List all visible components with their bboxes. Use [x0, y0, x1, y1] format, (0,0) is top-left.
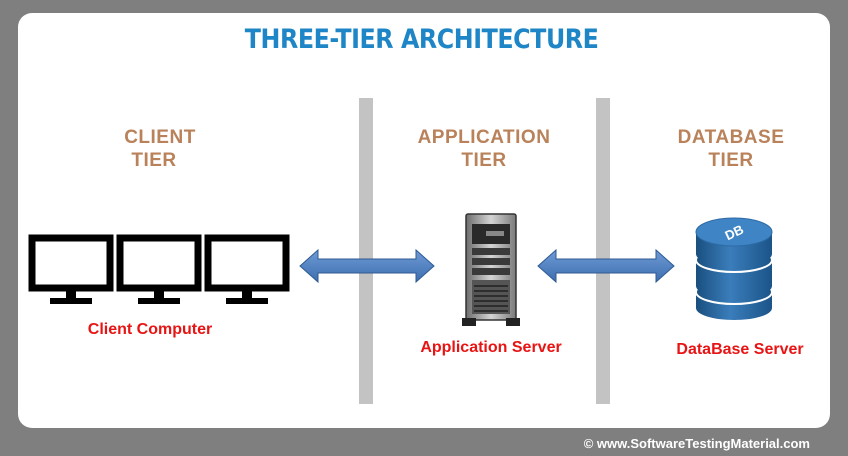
- database-icon: DB: [695, 217, 773, 320]
- application-tier-label: APPLICATION TIER: [394, 126, 574, 172]
- client-computer-caption: Client Computer: [87, 321, 213, 338]
- server-tower-icon: [462, 213, 520, 326]
- db-label: DB: [723, 222, 746, 244]
- database-tier-label-line1: DATABASE: [677, 127, 785, 148]
- client-tier-label: CLIENT TIER: [90, 126, 230, 172]
- tier-divider-left: [359, 98, 373, 404]
- application-tier-label-line1: APPLICATION: [417, 127, 551, 148]
- tier-divider-right: [596, 98, 610, 404]
- diagram-title: THREE-TIER ARCHITECTURE: [244, 24, 599, 55]
- monitor-icon: [204, 234, 290, 304]
- monitor-icon: [28, 234, 114, 304]
- client-tier-label-line2: TIER: [131, 150, 177, 171]
- application-server-caption: Application Server: [420, 339, 562, 356]
- application-tier-label-line2: TIER: [461, 150, 507, 171]
- database-tier-label: DATABASE TIER: [648, 126, 814, 172]
- database-server-caption: DataBase Server: [676, 341, 804, 358]
- monitor-icon: [116, 234, 202, 304]
- client-app-arrow-icon: [299, 248, 435, 284]
- client-computers-icon: [28, 234, 290, 304]
- diagram-panel: [18, 13, 830, 428]
- app-database-arrow-icon: [537, 248, 675, 284]
- client-tier-label-line1: CLIENT: [124, 127, 196, 148]
- database-tier-label-line2: TIER: [708, 150, 754, 171]
- copyright-footer: © www.SoftwareTestingMaterial.com: [583, 436, 810, 451]
